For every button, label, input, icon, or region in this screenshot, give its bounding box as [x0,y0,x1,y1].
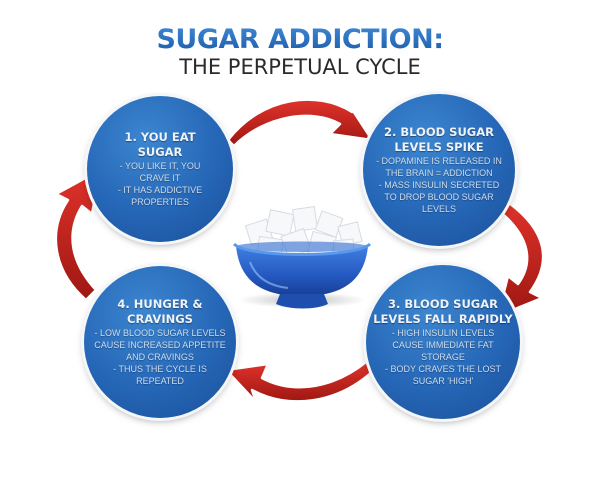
step-2-detail: - DOPAMINE IS RELEASED IN [376,156,502,166]
step-3-detail: CAUSE IMMEDIATE FAT [392,340,494,350]
arrow-step1-to-step2 [226,98,374,148]
step-1-heading: 1. YOU EAT SUGAR [124,130,195,160]
step-4-detail: REPEATED [136,376,184,386]
step-3-circle: 3. BLOOD SUGAR LEVELS FALL RAPIDLY - HIG… [366,265,520,419]
step-3-detail: - BODY CRAVES THE LOST [384,364,502,374]
step-4-circle: 4. HUNGER & CRAVINGS - LOW BLOOD SUGAR L… [84,266,236,418]
step-4-detail: AND CRAVINGS [126,352,194,362]
step-1-heading-line: 1. YOU EAT [124,130,196,144]
step-2-detail: LEVELS [421,204,457,214]
step-1-detail: CRAVE IT [139,173,181,183]
diagram-subtitle: THE PERPETUAL CYCLE [179,55,421,79]
step-3-heading-line: 3. BLOOD SUGAR [388,297,498,311]
arrow-step2-to-step3 [496,198,545,318]
step-2-detail: THE BRAIN = ADDICTION [385,168,493,178]
step-2-heading-line: 2. BLOOD SUGAR [384,125,494,139]
step-2-circle: 2. BLOOD SUGAR LEVELS SPIKE - DOPAMINE I… [363,94,515,246]
step-1-detail: PROPERTIES [131,197,189,207]
step-2-heading: 2. BLOOD SUGAR LEVELS SPIKE [384,125,494,155]
step-2-detail: TO DROP BLOOD SUGAR [384,192,494,202]
diagram-title: SUGAR ADDICTION: [0,24,600,55]
step-3-detail: SUGAR 'HIGH' [412,376,474,386]
step-2-detail: - MASS INSULIN SECRETED [378,180,500,190]
step-1-heading-line: SUGAR [137,145,183,159]
sugar-bowl-icon [232,206,372,309]
arrow-step3-to-step4 [224,360,376,404]
step-4-detail: CAUSE INCREASED APPETITE [94,340,226,350]
step-4-heading-line: CRAVINGS [127,312,193,326]
step-1-circle: 1. YOU EAT SUGAR - YOU LIKE IT, YOU CRAV… [87,96,233,242]
step-3-detail: - HIGH INSULIN LEVELS [391,328,495,338]
step-1-detail: - IT HAS ADDICTIVE [117,185,203,195]
step-3-heading-line: LEVELS FALL RAPIDLY [373,312,513,326]
step-4-detail: - THUS THE CYCLE IS [113,364,207,374]
step-4-detail: - LOW BLOOD SUGAR LEVELS [94,328,226,338]
step-4-heading-line: 4. HUNGER & [117,297,203,311]
step-1-detail: - YOU LIKE IT, YOU [119,161,201,171]
step-2-heading-line: LEVELS SPIKE [394,140,484,154]
step-3-detail: STORAGE [421,352,465,362]
arrow-step4-to-step1 [54,168,102,302]
step-4-heading: 4. HUNGER & CRAVINGS [117,297,202,327]
step-3-heading: 3. BLOOD SUGAR LEVELS FALL RAPIDLY [373,297,513,327]
